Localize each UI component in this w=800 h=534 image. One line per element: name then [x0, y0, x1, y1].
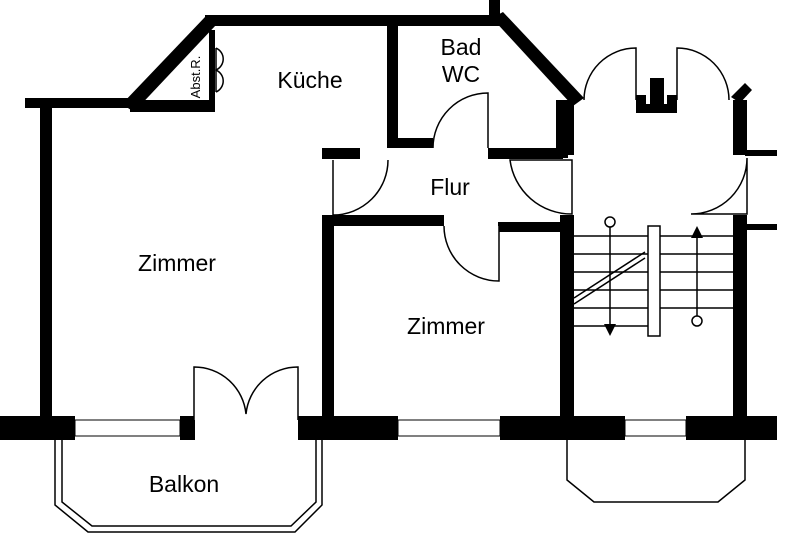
label-abstellraum: Abst.R. — [188, 56, 203, 99]
staircase — [573, 216, 733, 337]
window-middle — [397, 419, 501, 437]
wall-bottom-1 — [0, 416, 75, 440]
door-stair-top-right — [676, 47, 730, 101]
balcony-right — [566, 440, 746, 503]
label-bad: Bad — [441, 34, 482, 60]
window-right — [624, 419, 687, 437]
wall-top-stub — [489, 0, 500, 18]
label-kueche: Küche — [277, 67, 342, 93]
wall-kitchen-bath — [387, 22, 398, 142]
room-labels: Küche Bad WC Flur Zimmer Zimmer Balkon A… — [138, 34, 485, 497]
stair-arrow-up-icon — [691, 226, 703, 327]
wall-chimney-top — [650, 78, 664, 105]
wall-zimmer-mid-top-right — [498, 222, 560, 232]
wall-bath-diagonal — [492, 12, 584, 106]
windows — [74, 419, 687, 437]
wall-top — [205, 15, 500, 26]
walls — [0, 0, 777, 440]
wall-stair-right-stub — [745, 224, 777, 230]
stair-arrow-down-icon — [604, 216, 616, 336]
label-flur: Flur — [430, 174, 470, 200]
label-wc: WC — [442, 61, 480, 87]
wall-flur-top-mid — [387, 138, 433, 148]
wall-stair-right-upper — [733, 100, 747, 155]
door-stair-right — [690, 157, 748, 215]
stair-steps-left — [574, 235, 648, 327]
wall-kitchen-diagonal — [122, 17, 216, 112]
wall-right-small — [745, 150, 777, 156]
door-stair-top-left — [583, 47, 637, 101]
window-left — [74, 419, 181, 437]
doors — [193, 47, 748, 420]
wall-zimmer-mid-left — [322, 215, 334, 420]
door-zimmer-middle — [443, 225, 500, 282]
label-balkon: Balkon — [149, 471, 219, 497]
door-flur-left — [332, 159, 389, 216]
wall-stair-left-lower — [560, 215, 574, 420]
label-zimmer-middle: Zimmer — [407, 313, 485, 339]
wall-bottom-5 — [686, 416, 777, 440]
wall-landing-top — [636, 104, 677, 113]
wall-stair-left — [560, 100, 574, 155]
wall-flur-top-left — [322, 148, 360, 159]
wall-bottom-3 — [298, 416, 398, 440]
wall-left — [40, 100, 52, 420]
label-zimmer-left: Zimmer — [138, 250, 216, 276]
wall-kitchen-bottom — [130, 100, 215, 112]
wall-bottom-4 — [500, 416, 625, 440]
door-balcony — [193, 366, 299, 420]
wall-zimmer-mid-top-left — [322, 215, 444, 226]
wall-stair-right — [733, 215, 747, 420]
wall-abst-right — [209, 30, 215, 112]
door-stair-entrance-left — [509, 159, 573, 215]
wall-top-right-diagonal — [731, 83, 752, 103]
wall-flur-top-right — [488, 148, 563, 159]
door-abstellraum — [214, 47, 224, 93]
wall-bottom-2 — [180, 416, 195, 440]
door-bath — [432, 92, 489, 149]
balcony-left — [54, 440, 323, 533]
